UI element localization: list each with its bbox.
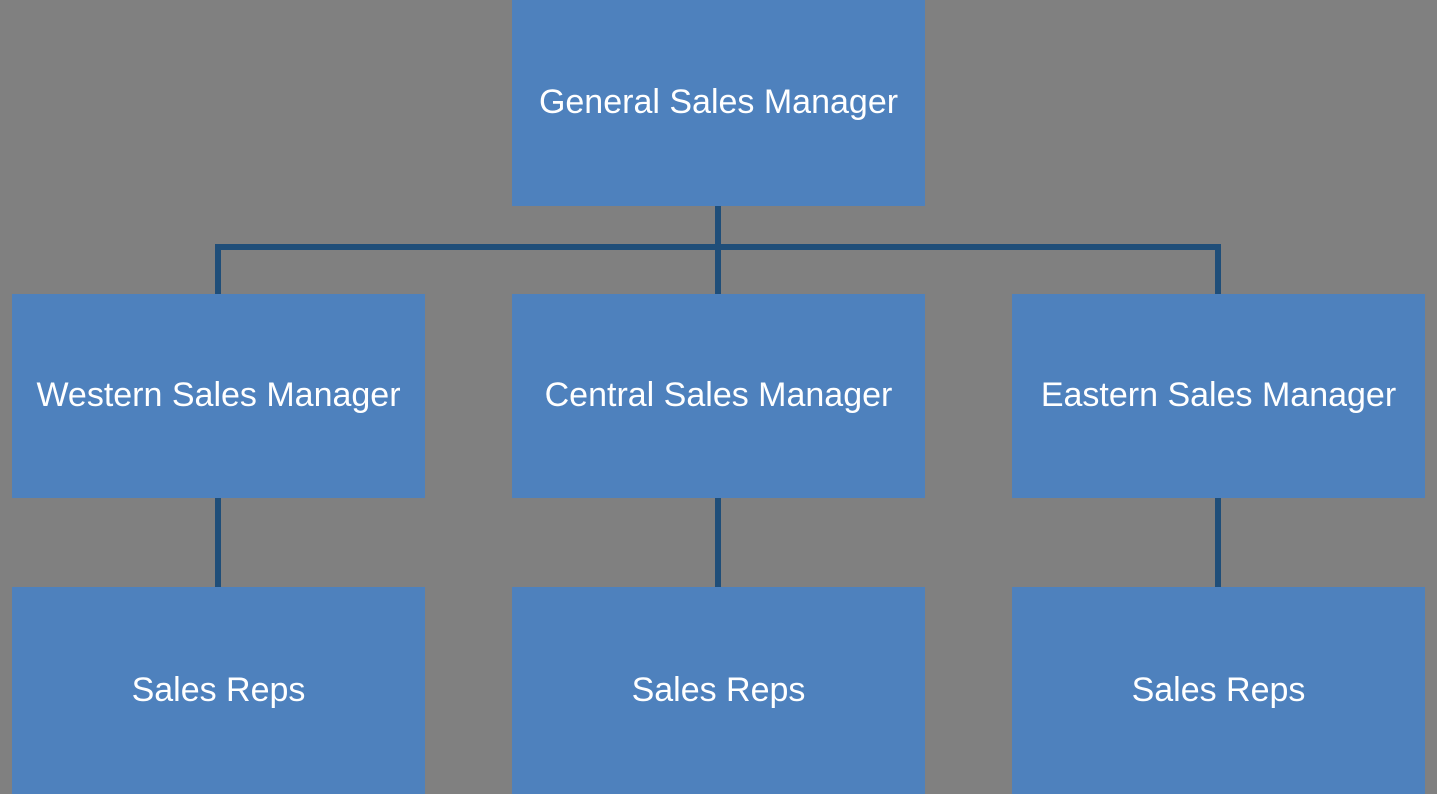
connector-western-reps-vertical (215, 498, 221, 587)
connector-root-vertical (715, 206, 721, 294)
org-node-label: Western Sales Manager (36, 376, 401, 415)
org-node-label: Sales Reps (1131, 670, 1306, 709)
org-node-central-sales-reps: Sales Reps (512, 587, 925, 794)
org-node-general-sales-manager: General Sales Manager (512, 0, 925, 206)
connector-eastern-vertical (1215, 246, 1221, 294)
org-node-label: General Sales Manager (538, 83, 899, 122)
org-node-label: Central Sales Manager (544, 376, 893, 415)
org-node-label: Sales Reps (631, 670, 806, 709)
org-node-label: Eastern Sales Manager (1040, 376, 1397, 415)
connector-eastern-reps-vertical (1215, 498, 1221, 587)
org-node-central-sales-manager: Central Sales Manager (512, 294, 925, 498)
org-node-label: Sales Reps (131, 670, 306, 709)
connector-horizontal-bus (215, 244, 1221, 250)
org-node-eastern-sales-manager: Eastern Sales Manager (1012, 294, 1425, 498)
org-node-western-sales-manager: Western Sales Manager (12, 294, 425, 498)
org-node-western-sales-reps: Sales Reps (12, 587, 425, 794)
connector-central-reps-vertical (715, 498, 721, 587)
connector-western-vertical (215, 246, 221, 294)
org-node-eastern-sales-reps: Sales Reps (1012, 587, 1425, 794)
